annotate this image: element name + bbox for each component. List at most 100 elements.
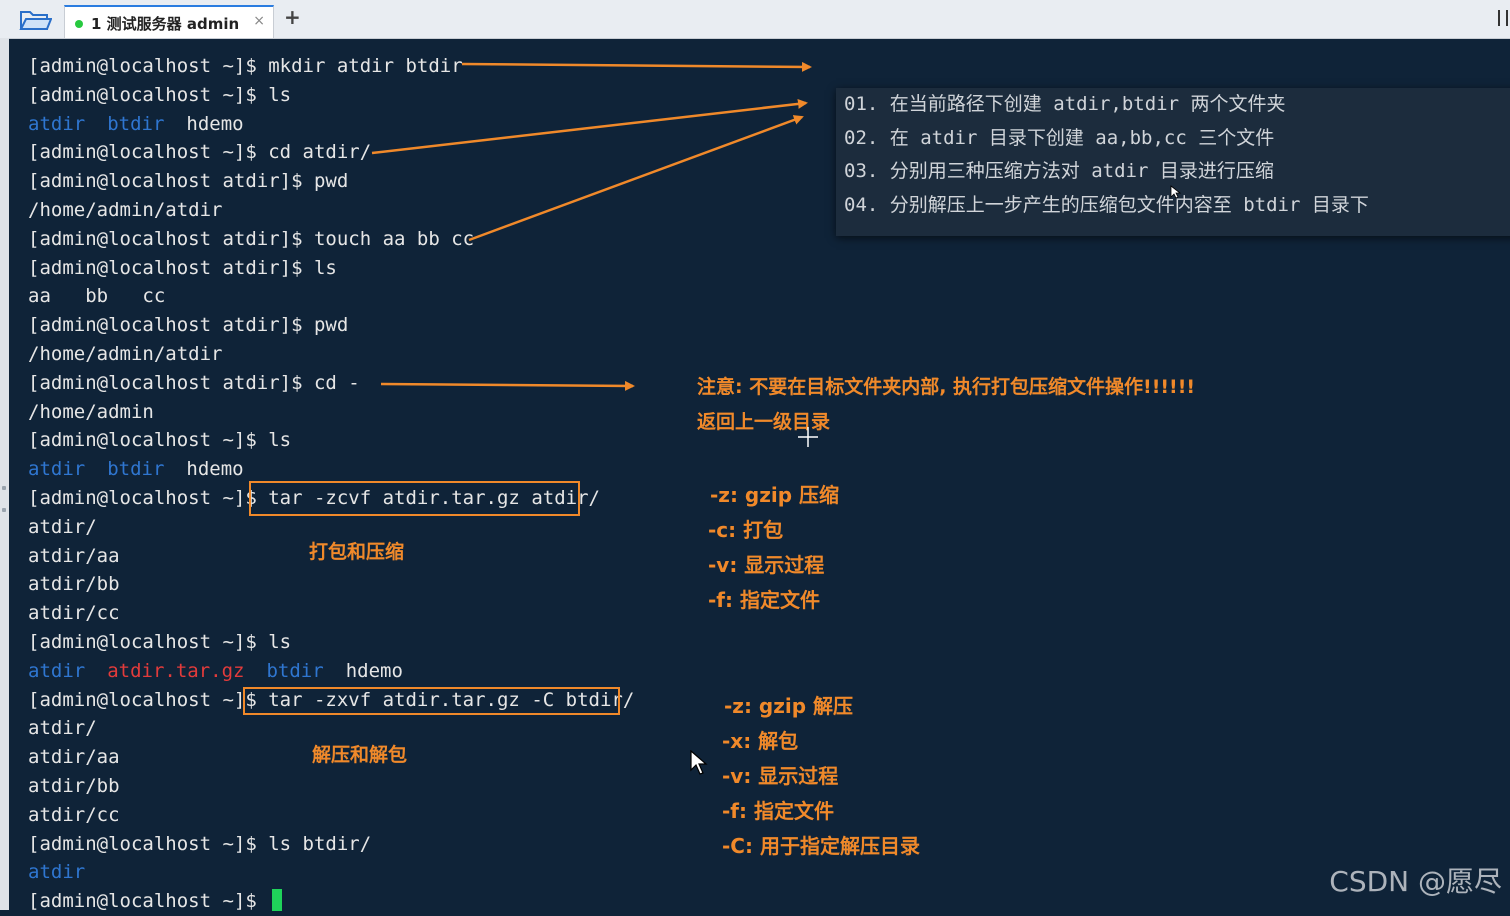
panel-toggle-icon[interactable] xyxy=(1498,10,1508,26)
terminal-line: [admin@localhost ~]$ ls xyxy=(28,81,634,110)
task-note: 01. 在当前路径下创建 atdir,btdir 两个文件夹 xyxy=(844,93,1286,115)
directory-name: atdir xyxy=(28,861,86,884)
folder-icon[interactable] xyxy=(18,7,53,33)
terminal-line: [admin@localhost ~]$ xyxy=(28,887,634,916)
terminal-line: atdir atdir.tar.gz btdir hdemo xyxy=(28,657,634,686)
task-notes-panel: 01. 在当前路径下创建 atdir,btdir 两个文件夹 02. 在 atd… xyxy=(836,88,1510,236)
text-cursor xyxy=(272,889,283,912)
archive-file-name: atdir.tar.gz xyxy=(107,659,245,682)
terminal-text: aa bb cc xyxy=(28,285,166,308)
file-name: hdemo xyxy=(186,112,244,135)
terminal-line: atdir/cc xyxy=(28,801,634,830)
terminal-line: [admin@localhost ~]$ ls xyxy=(28,426,634,455)
task-note: 03. 分别用三种压缩方法对 atdir 目录进行压缩 xyxy=(844,160,1274,182)
terminal-command: tar -zcvf atdir.tar.gz atdir/ xyxy=(268,486,600,509)
terminal-text: atdir/bb xyxy=(28,573,120,596)
pack-option: -v: 显示过程 xyxy=(708,553,825,577)
terminal-text: /home/admin xyxy=(28,400,154,423)
terminal-text: atdir/ xyxy=(28,515,97,538)
unpack-option: -z: gzip 解压 xyxy=(724,694,853,718)
pack-option: -c: 打包 xyxy=(708,518,784,542)
terminal-command: tar -zxvf atdir.tar.gz -C btdir/ xyxy=(268,688,635,711)
terminal-line: [admin@localhost ~]$ ls xyxy=(28,628,634,657)
terminal-line: [admin@localhost ~]$ ls btdir/ xyxy=(28,830,634,859)
terminal-line: atdir btdir hdemo xyxy=(28,110,634,139)
terminal-text: atdir/aa xyxy=(28,544,120,567)
terminal-prompt: [admin@localhost ~]$ xyxy=(28,486,269,509)
terminal-text: [admin@localhost atdir]$ pwd xyxy=(28,170,349,193)
tab-session[interactable]: 1 测试服务器 admin × xyxy=(64,5,274,38)
directory-name: atdir xyxy=(28,112,86,135)
terminal-line: [admin@localhost atdir]$ pwd xyxy=(28,167,634,196)
file-name: hdemo xyxy=(345,659,403,682)
mouse-pointer-icon xyxy=(1170,185,1182,199)
terminal-text: [admin@localhost ~]$ ls xyxy=(28,630,292,653)
unpack-option: -v: 显示过程 xyxy=(722,764,839,788)
terminal-text: [admin@localhost atdir]$ cd - xyxy=(28,371,360,394)
gutter-grip-icon[interactable] xyxy=(2,486,6,490)
terminal-line: [admin@localhost atdir]$ ls xyxy=(28,254,634,283)
terminal-line: [admin@localhost ~]$ cd atdir/ xyxy=(28,138,634,167)
terminal-text: [admin@localhost ~]$ mkdir atdir btdir xyxy=(28,55,463,77)
terminal-text: [admin@localhost ~]$ ls xyxy=(28,429,292,452)
pack-command-highlight xyxy=(249,481,580,516)
terminal-line: /home/admin/atdir xyxy=(28,340,634,369)
task-note: 04. 分别解压上一步产生的压缩包文件内容至 btdir 目录下 xyxy=(844,193,1369,216)
close-icon[interactable]: × xyxy=(253,13,265,29)
terminal-line: atdir/cc xyxy=(28,599,634,628)
terminal-line: [admin@localhost atdir]$ cd - xyxy=(28,369,634,398)
directory-name: atdir xyxy=(28,659,86,682)
cd-back-annotation: 返回上一级目录 xyxy=(697,411,831,433)
directory-name: btdir xyxy=(266,659,324,682)
terminal-output: [admin@localhost ~]$ mkdir atdir btdir [a… xyxy=(28,52,634,916)
file-name: hdemo xyxy=(186,458,244,481)
pack-option: -f: 指定文件 xyxy=(708,588,820,612)
terminal-text: [admin@localhost atdir]$ ls xyxy=(28,256,337,279)
directory-name: btdir xyxy=(107,112,165,135)
terminal-line: atdir xyxy=(28,858,634,887)
unpack-option: -f: 指定文件 xyxy=(722,799,834,823)
terminal-line: [admin@localhost ~]$ tar -zcvf atdir.tar… xyxy=(28,484,634,513)
terminal-text: [admin@localhost atdir]$ touch aa bb cc xyxy=(28,227,475,250)
unpack-label: 解压和解包 xyxy=(312,744,408,766)
terminal-line: [admin@localhost ~]$ tar -zxvf atdir.tar… xyxy=(28,686,634,715)
unpack-option: -x: 解包 xyxy=(722,729,799,753)
terminal-line: atdir/ xyxy=(28,714,634,743)
terminal-text: [admin@localhost ~]$ cd atdir/ xyxy=(28,141,372,164)
mouse-pointer-icon xyxy=(690,750,708,775)
terminal-text: atdir/ xyxy=(28,717,97,740)
left-gutter xyxy=(0,38,9,910)
watermark: CSDN @愿尽 xyxy=(1329,865,1502,898)
terminal-text: atdir/cc xyxy=(28,803,120,826)
terminal-line: /home/admin xyxy=(28,398,634,427)
terminal-text: [admin@localhost ~]$ ls btdir/ xyxy=(28,832,372,855)
terminal-line: [admin@localhost ~]$ mkdir atdir btdir xyxy=(28,52,634,81)
connected-status-icon xyxy=(75,20,83,28)
terminal-line: /home/admin/atdir xyxy=(28,196,634,225)
terminal-line: atdir/aa xyxy=(28,743,634,772)
terminal-text: /home/admin/atdir xyxy=(28,198,223,221)
terminal-line: atdir/bb xyxy=(28,570,634,599)
pack-option: -z: gzip 压缩 xyxy=(710,483,839,507)
crosshair-icon xyxy=(798,427,818,447)
terminal-line: aa bb cc xyxy=(28,282,634,311)
terminal-text: atdir/cc xyxy=(28,602,120,625)
warning-annotation: 注意: 不要在目标文件夹内部, 执行打包压缩文件操作!!!!!! xyxy=(697,376,1196,398)
terminal-text: /home/admin/atdir xyxy=(28,342,223,365)
terminal-prompt: [admin@localhost ~]$ xyxy=(28,688,269,711)
task-note: 02. 在 atdir 目录下创建 aa,bb,cc 三个文件 xyxy=(844,126,1275,149)
terminal-text: [admin@localhost ~]$ ls xyxy=(28,83,292,106)
directory-name: btdir xyxy=(107,458,165,481)
tab-bar: 1 测试服务器 admin × + xyxy=(0,0,1510,39)
unpack-command-highlight xyxy=(243,687,620,715)
gutter-grip-icon[interactable] xyxy=(2,508,6,512)
terminal-line: [admin@localhost atdir]$ pwd xyxy=(28,311,634,340)
terminal-text: [admin@localhost ~]$ xyxy=(28,890,269,913)
tab-title: 1 测试服务器 admin xyxy=(91,15,240,33)
new-tab-button[interactable]: + xyxy=(284,5,301,29)
pack-label: 打包和压缩 xyxy=(309,541,405,563)
terminal-line: atdir/aa xyxy=(28,542,634,571)
terminal-text: atdir/bb xyxy=(28,774,120,797)
terminal-line: atdir/bb xyxy=(28,772,634,801)
